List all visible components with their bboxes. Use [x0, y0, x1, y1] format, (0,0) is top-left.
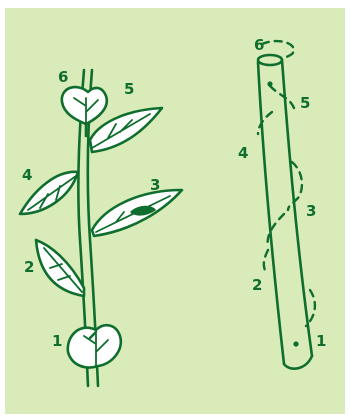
stem-bottom-curve — [284, 356, 312, 369]
stem-left-side — [258, 62, 284, 364]
stem-spiral-segment-5 — [264, 250, 268, 272]
plant-label-5: 5 — [124, 80, 134, 98]
plant-label-6: 6 — [58, 68, 68, 86]
plant-drawing — [20, 70, 182, 386]
stem-spiral-segment-1 — [270, 86, 294, 108]
stem-dot-1 — [293, 341, 298, 346]
plant-label-3: 3 — [150, 176, 160, 194]
stem-label-3: 3 — [306, 202, 316, 220]
plant-label-4: 4 — [22, 166, 32, 184]
stem-dot-6 — [267, 81, 272, 86]
plant-label-1: 1 — [52, 332, 62, 350]
plant-label-2: 2 — [24, 258, 34, 276]
stem-label-1: 1 — [316, 332, 326, 350]
stem-label-2: 2 — [252, 276, 262, 294]
leaf-1 — [68, 325, 121, 367]
stem-label-5: 5 — [300, 94, 310, 112]
stem-label-4: 4 — [238, 144, 248, 162]
stem-top-ellipse — [258, 55, 282, 65]
stem-label-6: 6 — [254, 36, 264, 54]
